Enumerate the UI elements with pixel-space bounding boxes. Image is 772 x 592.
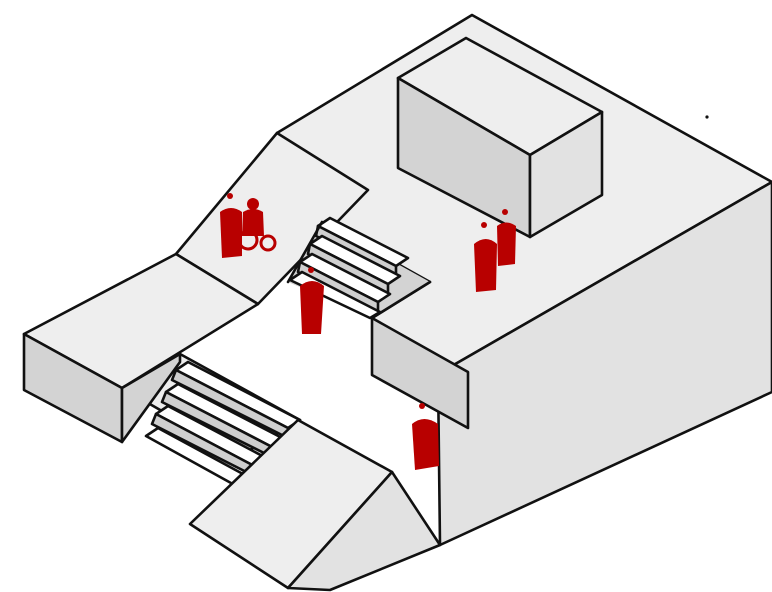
person-on-stairs-figure bbox=[300, 267, 324, 334]
person-platform-front-figure bbox=[474, 222, 497, 292]
person-on-ramp-figure bbox=[220, 193, 242, 258]
person-platform-back-figure bbox=[497, 209, 516, 266]
upper-stairs bbox=[286, 216, 432, 320]
lower-stairs bbox=[144, 360, 302, 490]
building-block bbox=[396, 36, 604, 239]
lower-ramp bbox=[188, 418, 442, 592]
person-lower-level-figure bbox=[412, 403, 439, 470]
sketch-dot bbox=[705, 115, 709, 119]
